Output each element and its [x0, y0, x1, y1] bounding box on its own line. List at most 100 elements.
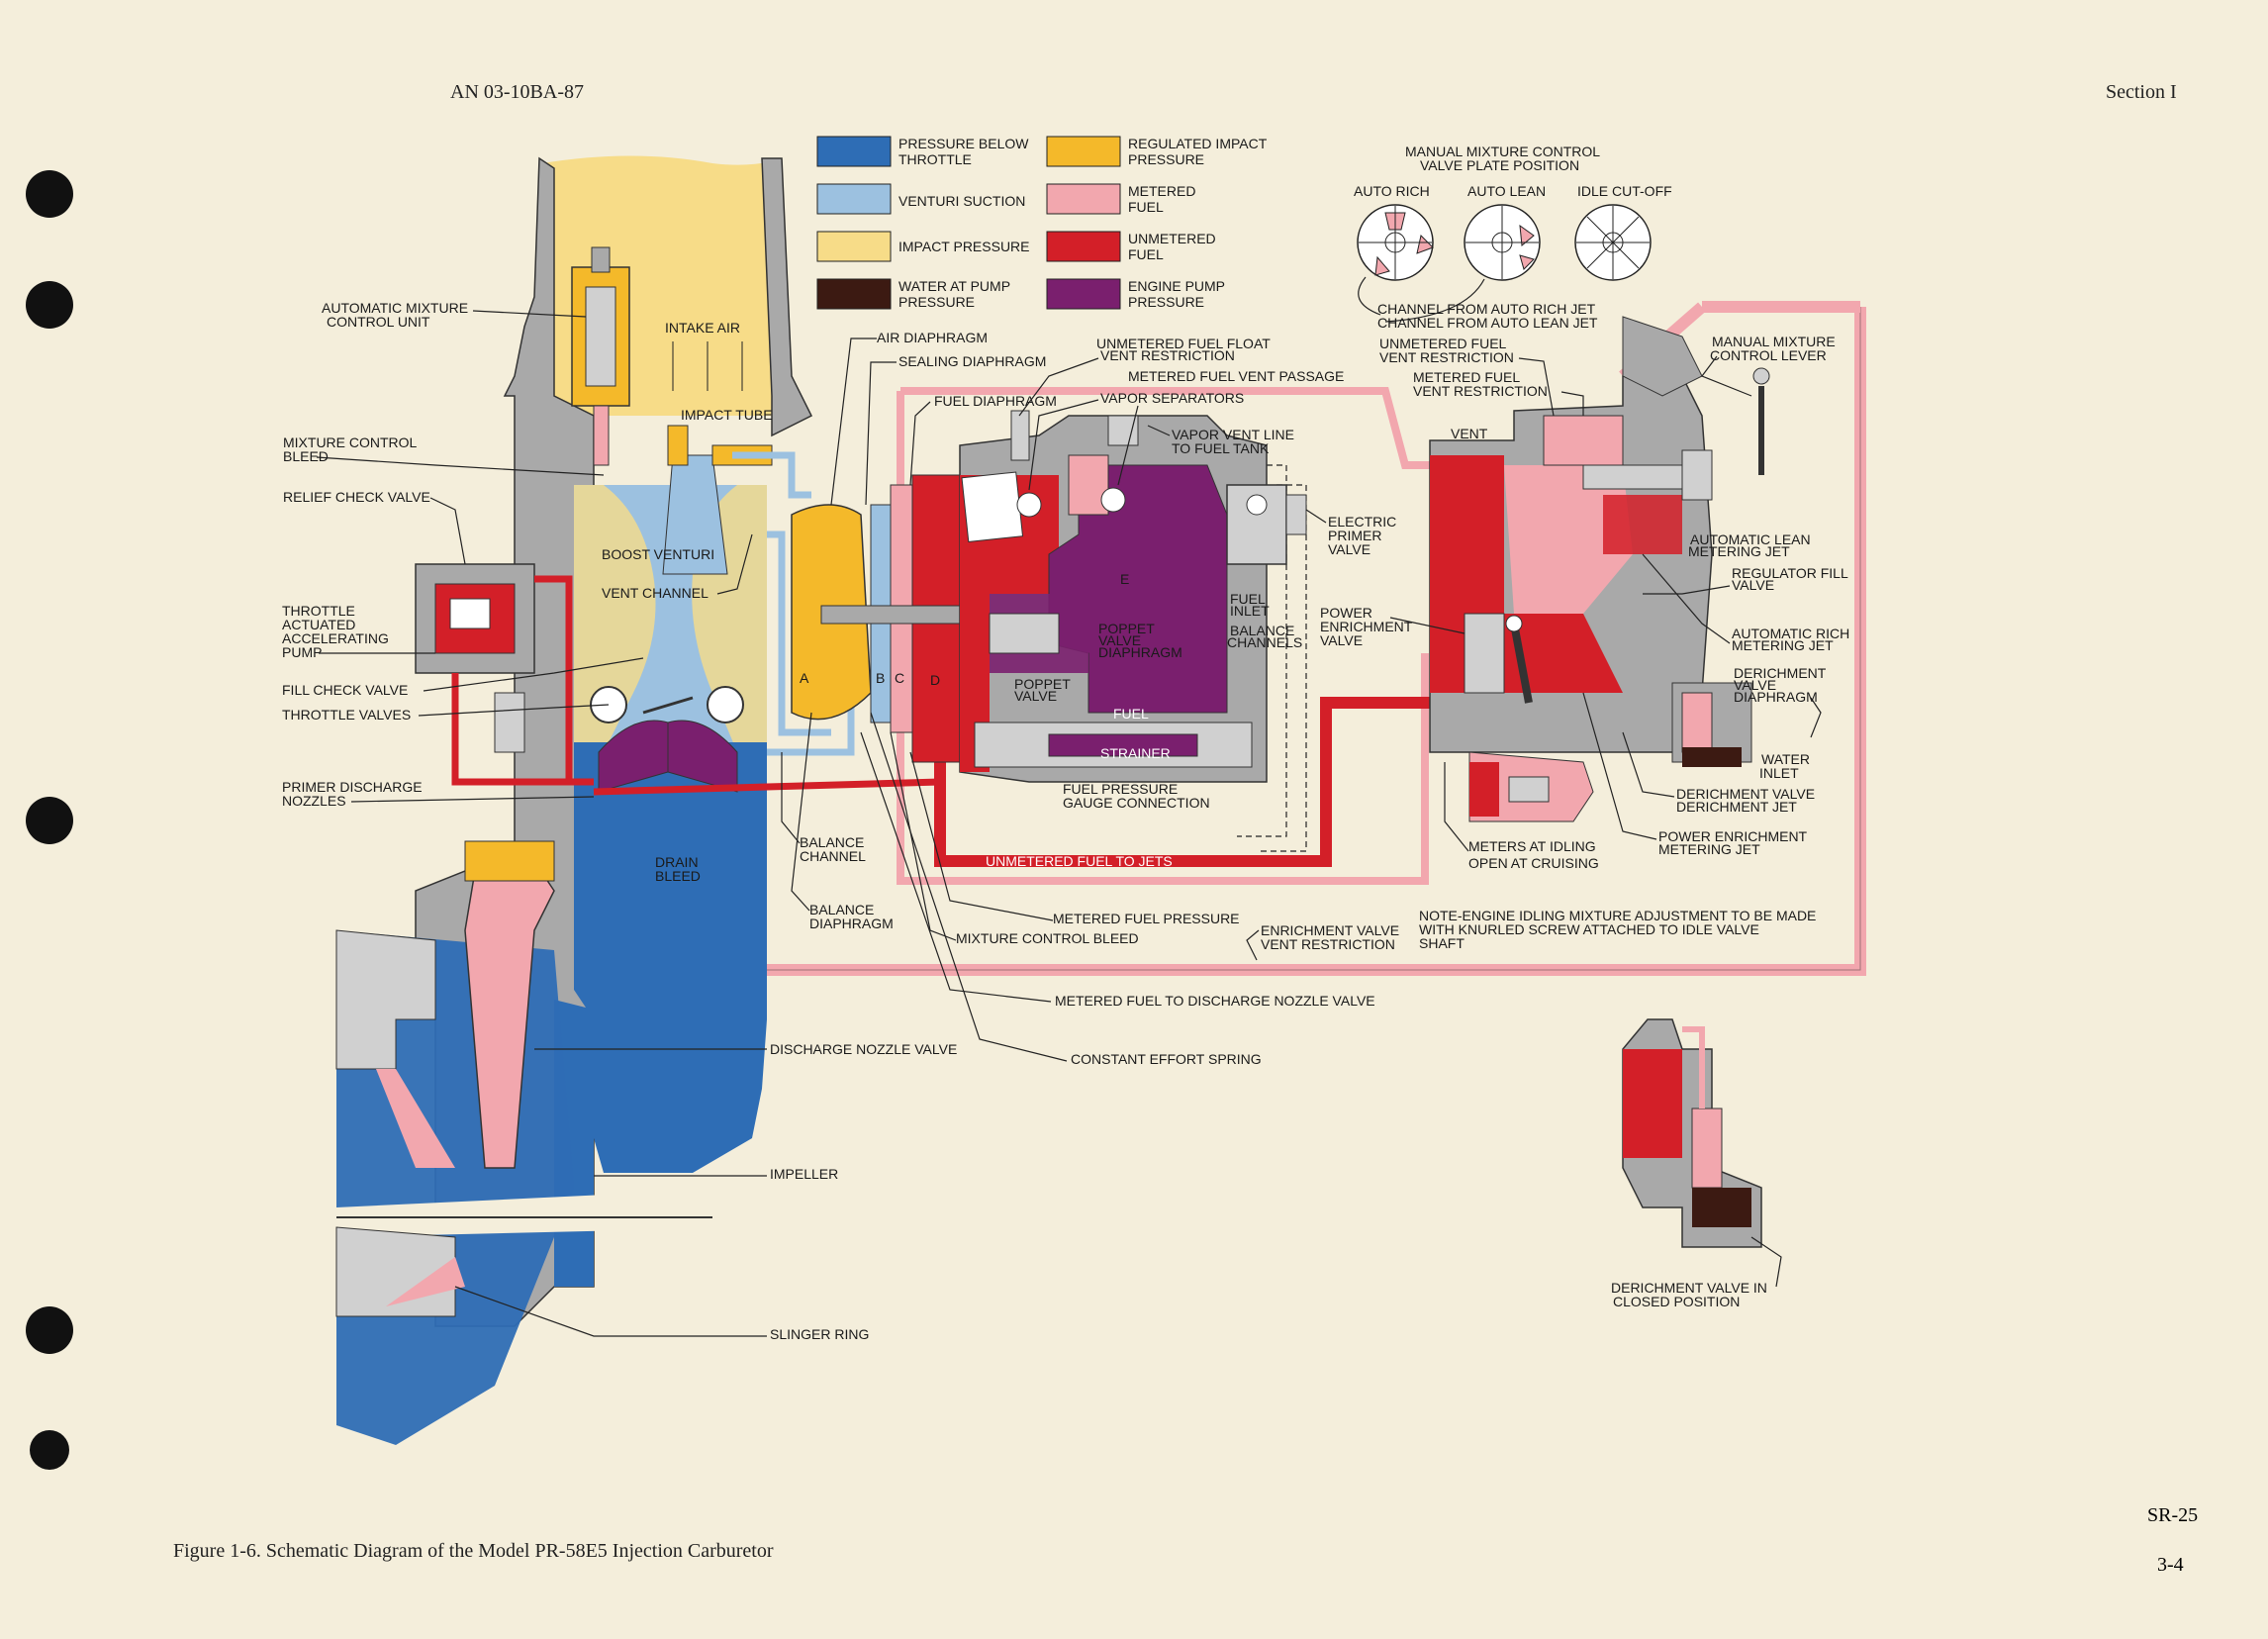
label-derichment-closed: CLOSED POSITION	[1613, 1294, 1740, 1309]
label-boost-venturi: BOOST VENTURI	[602, 546, 714, 562]
label-balance-channel: CHANNEL	[800, 848, 866, 864]
sr-code: SR-25	[2147, 1504, 2199, 1526]
label-vapor-separators: VAPOR SEPARATORS	[1100, 390, 1244, 406]
label-poppet-valve: VALVE	[1014, 688, 1057, 704]
label-accelerating-pump: PUMP	[282, 644, 322, 660]
document-id: AN 03-10BA-87	[450, 81, 584, 103]
plate-position-label: AUTO RICH	[1354, 183, 1430, 199]
label-primer-discharge-nozzles: NOZZLES	[282, 793, 346, 809]
label-vapor-vent-line: VAPOR VENT LINE	[1172, 427, 1294, 442]
label-poppet-valve-diaphragm: VALVE	[1098, 632, 1141, 648]
note-idling-adjustment: NOTE-ENGINE IDLING MIXTURE ADJUSTMENT TO…	[1419, 908, 1816, 923]
label-metered-vent-passage: METERED FUEL VENT PASSAGE	[1128, 368, 1344, 384]
label-electric-primer-valve: PRIMER	[1328, 528, 1381, 543]
legend-label: PRESSURE	[1128, 294, 1204, 310]
label-manual-mixture-lever: MANUAL MIXTURE	[1712, 334, 1836, 349]
valve-plate-panel: MANUAL MIXTURE CONTROL VALVE PLATE POSIT…	[1354, 144, 1672, 331]
legend-swatch	[1046, 136, 1121, 167]
chamber-label: B	[876, 670, 885, 686]
label-fuel-diaphragm: FUEL DIAPHRAGM	[934, 393, 1057, 409]
plate-title: MANUAL MIXTURE CONTROL	[1405, 144, 1600, 159]
note-idling-adjustment: SHAFT	[1419, 935, 1465, 951]
label-electric-primer-valve: VALVE	[1328, 541, 1370, 557]
label-intake-air: INTAKE AIR	[665, 320, 740, 336]
label-vent: VENT	[1451, 426, 1488, 441]
label-mixture-control-bleed: BLEED	[283, 448, 329, 464]
binder-hole	[30, 1430, 69, 1470]
label-balance-channels: CHANNELS	[1227, 634, 1302, 650]
plate-channel-label: CHANNEL FROM AUTO LEAN JET	[1377, 315, 1598, 331]
plate-title: VALVE PLATE POSITION	[1420, 157, 1579, 173]
label-meters-idling: METERS AT IDLING	[1468, 838, 1596, 854]
binder-hole	[26, 797, 73, 844]
label-impact-tube: IMPACT TUBE	[681, 407, 773, 423]
legend-label: VENTURI SUCTION	[898, 193, 1025, 209]
label-accelerating-pump: ACTUATED	[282, 617, 355, 632]
binder-hole	[26, 1306, 73, 1354]
label-power-enrichment-valve: ENRICHMENT	[1320, 619, 1413, 634]
legend-label: PRESSURE	[1128, 151, 1204, 167]
binder-hole	[26, 170, 73, 218]
carburetor-body	[335, 155, 813, 1445]
legend-label: REGULATED IMPACT	[1128, 136, 1268, 151]
label-air-diaphragm: AIR DIAPHRAGM	[877, 330, 988, 345]
label-poppet-valve-diaphragm: POPPET	[1098, 621, 1155, 636]
label-electric-primer-valve: ELECTRIC	[1328, 514, 1396, 530]
label-drain-bleed: BLEED	[655, 868, 701, 884]
label-derichment-diaphragm: VALVE	[1734, 677, 1776, 693]
legend-swatch	[816, 136, 892, 167]
label-enrichment-vent-restriction: VENT RESTRICTION	[1261, 936, 1395, 952]
label-derichment-jet: DERICHMENT JET	[1676, 799, 1797, 815]
label-derichment-jet: DERICHMENT VALVE	[1676, 786, 1815, 802]
note-idling-adjustment: WITH KNURLED SCREW ATTACHED TO IDLE VALV…	[1419, 921, 1759, 937]
label-poppet-valve: POPPET	[1014, 676, 1071, 692]
label-derichment-closed: DERICHMENT VALVE IN	[1611, 1280, 1767, 1296]
label-balance-diaphragm: BALANCE	[809, 902, 874, 917]
plate-channel-label: CHANNEL FROM AUTO RICH JET	[1377, 301, 1596, 317]
label-primer-discharge-nozzles: PRIMER DISCHARGE	[282, 779, 423, 795]
label-poppet-valve-diaphragm: DIAPHRAGM	[1098, 644, 1182, 660]
label-discharge-nozzle-valve: DISCHARGE NOZZLE VALVE	[770, 1041, 957, 1057]
section-label: Section I	[2106, 81, 2177, 103]
label-power-enrichment-jet: METERING JET	[1658, 841, 1760, 857]
label-water-inlet: WATER	[1761, 751, 1810, 767]
label-drain-bleed: DRAIN	[655, 854, 699, 870]
label-unmetered-float-vent: UNMETERED FUEL FLOAT	[1096, 336, 1271, 351]
label-unmetered-vent-restriction: UNMETERED FUEL	[1379, 336, 1507, 351]
legend-label: FUEL	[1128, 199, 1164, 215]
legend-swatch	[816, 278, 892, 310]
label-derichment-diaphragm: DERICHMENT	[1734, 665, 1827, 681]
chamber-label: E	[1120, 571, 1129, 587]
label-accelerating-pump: THROTTLE	[282, 603, 355, 619]
label-mixture-control-bleed: MIXTURE CONTROL BLEED	[956, 930, 1139, 946]
metering-unit	[1429, 316, 1770, 822]
legend-label: UNMETERED	[1128, 231, 1216, 246]
label-fuel-strainer: STRAINER	[1100, 745, 1171, 761]
plate-position-label: IDLE CUT-OFF	[1577, 183, 1672, 199]
label-automatic-mixture-control: AUTOMATIC MIXTURE	[322, 300, 468, 316]
metered-vent-passage	[900, 387, 1445, 469]
label-auto-lean-jet: METERING JET	[1688, 543, 1790, 559]
legend-label: METERED	[1128, 183, 1195, 199]
legend-label: WATER AT PUMP	[898, 278, 1010, 294]
label-vapor-vent-line: TO FUEL TANK	[1172, 440, 1270, 456]
label-mixture-control-bleed: MIXTURE CONTROL	[283, 434, 418, 450]
legend-label: ENGINE PUMP	[1128, 278, 1225, 294]
label-vent-channel: VENT CHANNEL	[602, 585, 709, 601]
page-number: 3-4	[2157, 1554, 2184, 1576]
plate-dial-auto-lean	[1464, 204, 1541, 281]
label-auto-rich-jet: AUTOMATIC RICH	[1732, 626, 1849, 641]
label-sealing-diaphragm: SEALING DIAPHRAGM	[898, 353, 1046, 369]
label-relief-check-valve: RELIEF CHECK VALVE	[283, 489, 430, 505]
label-balance-diaphragm: DIAPHRAGM	[809, 916, 894, 931]
label-unmetered-vent-restriction: VENT RESTRICTION	[1379, 349, 1514, 365]
label-throttle-valves: THROTTLE VALVES	[282, 707, 411, 723]
label-impeller: IMPELLER	[770, 1166, 838, 1182]
label-slinger-ring: SLINGER RING	[770, 1326, 869, 1342]
legend-swatch	[1046, 231, 1121, 262]
plate-dial-auto-rich	[1357, 204, 1434, 281]
label-water-inlet: INLET	[1759, 765, 1799, 781]
regulator-unit: A B C D E	[593, 410, 1307, 796]
label-metered-fuel-pressure: METERED FUEL PRESSURE	[1053, 911, 1240, 926]
